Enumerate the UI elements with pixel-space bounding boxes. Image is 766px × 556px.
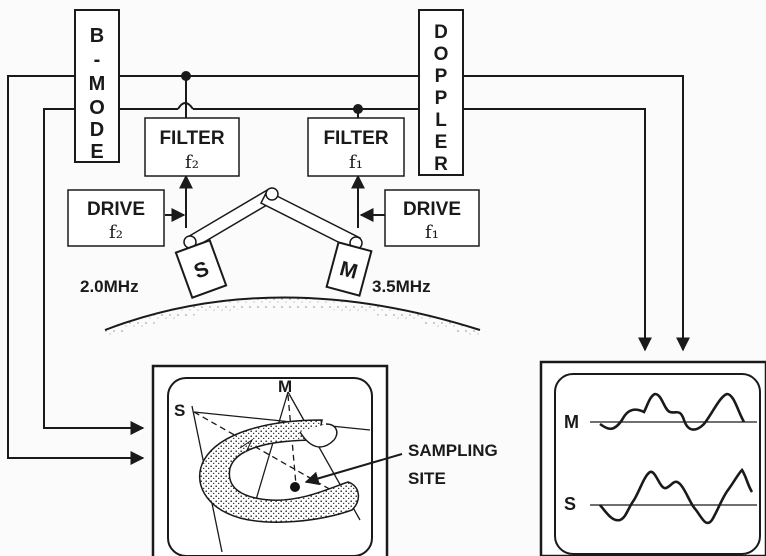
drive-f2-title: DRIVE [87, 199, 145, 220]
filter-f2-box: FILTER f₂ [144, 117, 240, 177]
image-m-label: M [278, 377, 292, 396]
sampling-site-label-2: SITE [408, 469, 446, 488]
wire-upper [7, 75, 690, 465]
drive-f1-sub: f₁ [425, 222, 439, 243]
doppler-letter: R [434, 154, 448, 175]
body-surface [105, 297, 480, 338]
image-s-label: S [174, 401, 185, 420]
bmode-letter: M [89, 73, 106, 95]
wire-lower [193, 108, 652, 352]
beam-line [193, 411, 371, 431]
freq-m-label: 3.5MHz [372, 277, 431, 296]
drive-f2-box: DRIVE f₂ [67, 189, 165, 247]
filter-f1-box: FILTER f₁ [307, 117, 405, 177]
bmode-letter: O [89, 97, 105, 119]
doppler-letter: L [435, 110, 447, 131]
image-display: S M [151, 364, 403, 556]
probe-arm [183, 187, 363, 252]
junction-dot [353, 104, 363, 114]
doppler-letter: P [435, 88, 448, 109]
doppler-letter: E [435, 132, 448, 153]
sample-volume [290, 482, 300, 492]
s-waveform [599, 467, 754, 525]
trace-display: M S [539, 360, 766, 556]
trace-m-label: M [564, 412, 579, 432]
drive-f2-sub: f₂ [109, 222, 123, 243]
filter-f2-title: FILTER [159, 128, 224, 149]
transducer-m-letter: M [337, 257, 360, 284]
junction-dot [181, 71, 191, 81]
freq-s-label: 2.0MHz [80, 277, 139, 296]
heart-wall [199, 419, 360, 523]
drive-f1-title: DRIVE [403, 199, 461, 220]
doppler-letter: P [435, 66, 448, 87]
bmode-letter: B [90, 25, 104, 47]
drive-f1-box: DRIVE f₁ [384, 189, 480, 247]
m-waveform [599, 392, 746, 431]
filter-f1-sub: f₁ [349, 152, 363, 173]
filter-f2-sub: f₂ [185, 152, 199, 173]
transducer-s: S [174, 239, 228, 299]
filter-f1-title: FILTER [323, 128, 388, 149]
doppler-letter: O [434, 44, 449, 65]
valve-leaflet [299, 423, 338, 448]
doppler-letter: D [434, 22, 448, 43]
bmode-box: B - M O D E [74, 9, 120, 163]
s-beam-dashed [193, 411, 341, 496]
bmode-letter: - [94, 49, 101, 71]
doppler-box: D O P P L E R [418, 9, 464, 176]
transducer-m: M [325, 241, 373, 297]
bmode-letter: E [90, 141, 103, 163]
sampling-site-label-1: SAMPLING [408, 441, 498, 460]
bmode-letter: D [90, 119, 104, 141]
trace-s-label: S [564, 494, 576, 514]
